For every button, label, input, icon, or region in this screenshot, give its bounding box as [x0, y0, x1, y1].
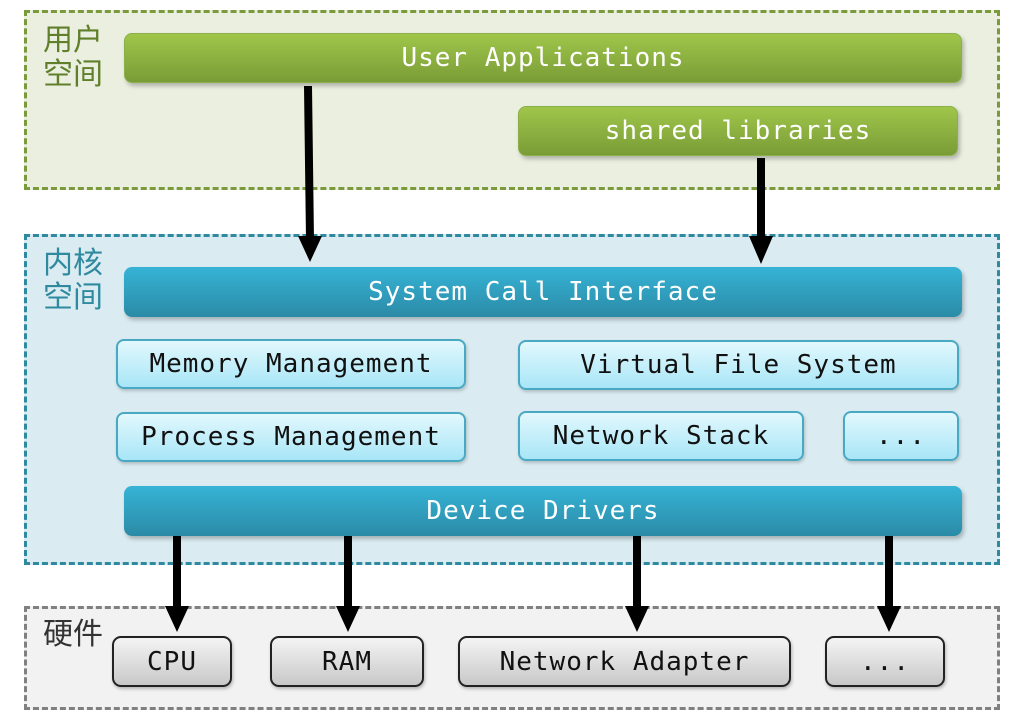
memory-management-box: Memory Management	[116, 339, 466, 389]
device-drivers-box: Device Drivers	[124, 486, 962, 536]
user-applications-box: User Applications	[124, 33, 962, 83]
ram-box: RAM	[270, 636, 424, 687]
hardware-more-box: ...	[825, 636, 945, 687]
network-stack-box: Network Stack	[518, 411, 804, 461]
cpu-box: CPU	[112, 636, 232, 687]
system-call-interface-box: System Call Interface	[124, 267, 962, 317]
shared-libraries-box: shared libraries	[518, 106, 958, 156]
user-space-label: 用户 空间	[43, 23, 103, 92]
process-management-box: Process Management	[116, 412, 466, 462]
virtual-file-system-box: Virtual File System	[518, 340, 959, 390]
hardware-label: 硬件	[43, 617, 103, 652]
kernel-space-label: 内核 空间	[43, 246, 103, 315]
network-adapter-box: Network Adapter	[458, 636, 791, 687]
kernel-more-box: ...	[843, 411, 959, 461]
